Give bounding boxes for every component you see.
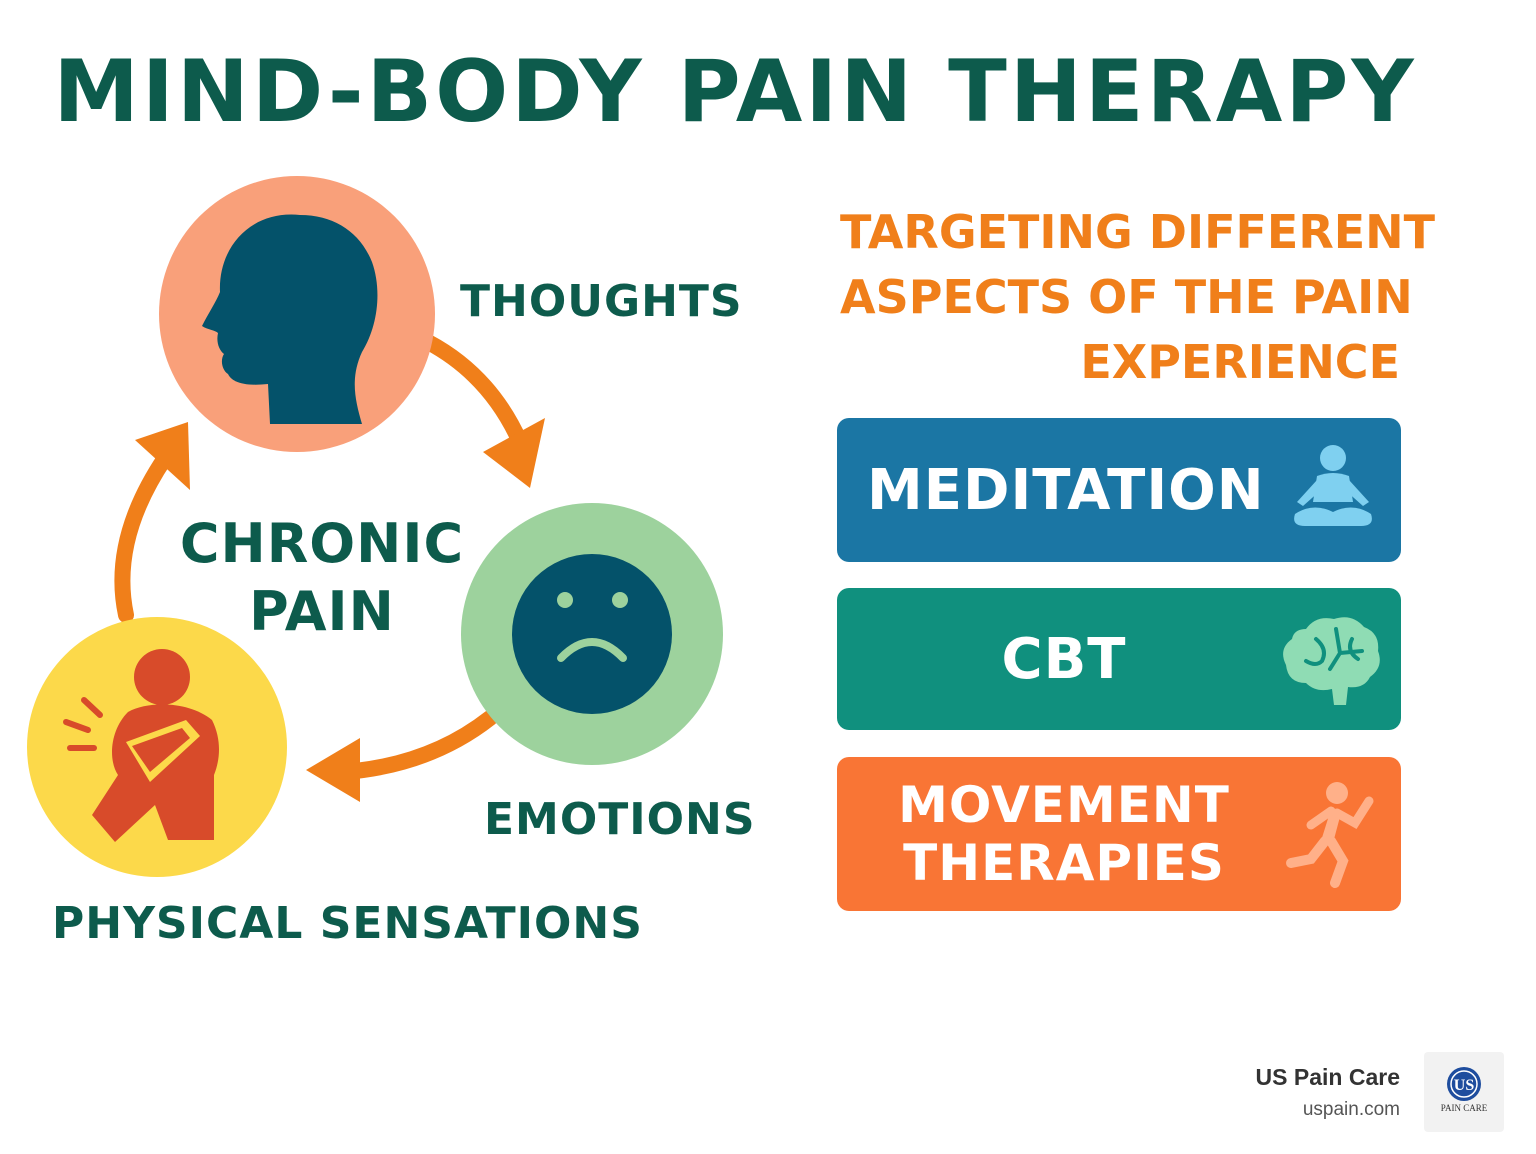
chronic-pain-line2: PAIN [249, 580, 395, 643]
subheading-line1: TARGETING DIFFERENT [840, 205, 1436, 259]
meditation-card: MEDITATION [837, 418, 1401, 562]
arrow-emotions-to-physical [306, 710, 498, 802]
arrow-physical-to-thoughts [114, 422, 190, 623]
brand-logo-caption: PAIN CARE [1441, 1103, 1488, 1113]
chronic-pain-label: CHRONIC PAIN [172, 510, 472, 646]
thoughts-label: THOUGHTS [460, 276, 743, 327]
brand-logo-letters: US [1454, 1077, 1475, 1094]
brand-logo: US PAIN CARE [1424, 1052, 1504, 1132]
targeting-subheading: TARGETING DIFFERENT ASPECTS OF THE PAIN … [840, 200, 1436, 395]
subheading-line3: EXPERIENCE [1080, 335, 1400, 389]
cbt-label: CBT [1001, 626, 1127, 692]
thoughts-circle [159, 176, 435, 452]
sad-face-icon [512, 554, 672, 714]
movement-label: MOVEMENT THERAPIES [837, 776, 1261, 892]
brain-icon [1283, 617, 1380, 705]
head-profile-icon [202, 214, 378, 424]
pain-person-icon [63, 649, 219, 842]
meditation-icon [1293, 445, 1372, 526]
subheading-line2: ASPECTS OF THE PAIN [840, 270, 1413, 324]
physical-sensations-label: PHYSICAL SENSATIONS [52, 898, 643, 949]
brand-url[interactable]: uspain.com [1302, 1099, 1400, 1120]
movement-line1: MOVEMENT [898, 776, 1230, 834]
page-title: MIND-BODY PAIN THERAPY [53, 42, 1417, 142]
emotions-label: EMOTIONS [484, 794, 756, 845]
meditation-label: MEDITATION [867, 457, 1265, 523]
physical-circle [27, 617, 287, 877]
emotions-circle [461, 503, 723, 765]
chronic-pain-cycle [27, 176, 723, 877]
movement-line2: THERAPIES [903, 834, 1225, 892]
brand-name: US Pain Care [1255, 1064, 1400, 1090]
cbt-card: CBT [837, 588, 1401, 730]
movement-card: MOVEMENT THERAPIES [837, 757, 1401, 911]
arrow-thoughts-to-emotions [420, 334, 545, 488]
running-person-icon [1286, 782, 1374, 888]
chronic-pain-line1: CHRONIC [179, 512, 465, 575]
